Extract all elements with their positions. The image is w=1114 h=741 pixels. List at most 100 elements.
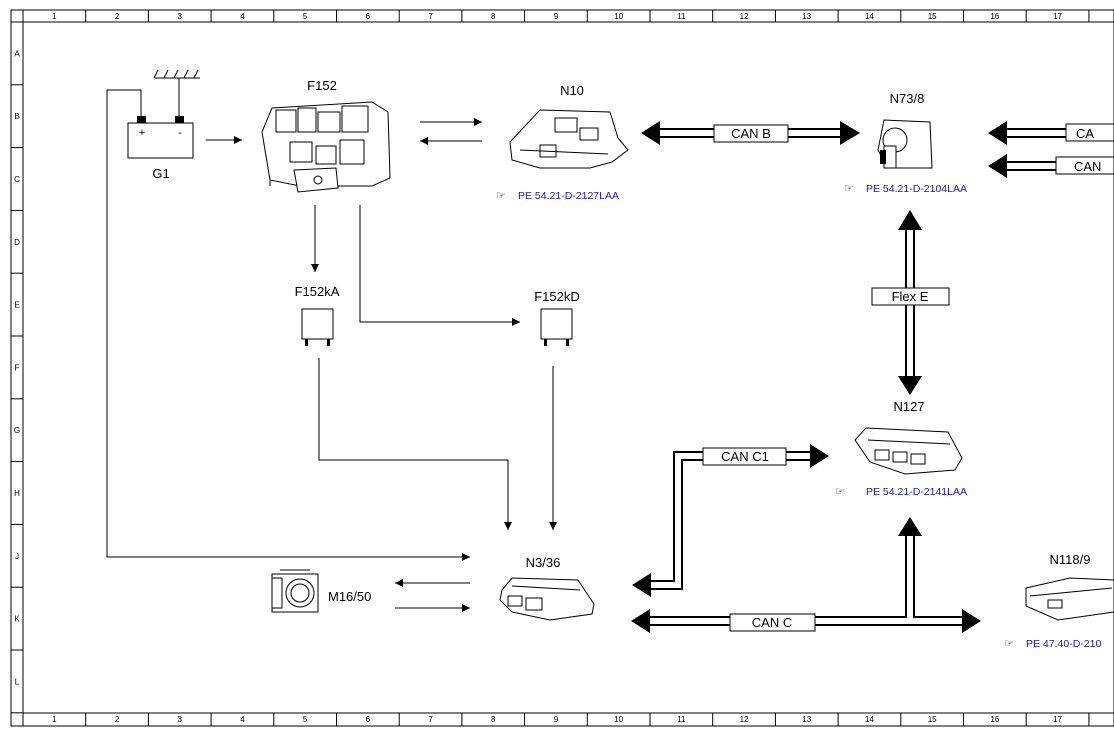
grid-column-label: 8 [491,12,496,21]
can-c1-bus[interactable]: CAN C1 [632,444,829,597]
n127-reference-link[interactable]: ☞ PE 54.21-D-2141LAA [835,486,967,498]
grid-column-label: 17 [1053,12,1062,21]
grid-row-label: D [14,238,20,247]
grid-row-label: H [14,489,20,498]
grid-column-label: 1 [52,715,57,724]
grid-column-label: 17 [1053,715,1062,724]
grid-column-label: 9 [554,12,559,21]
frame-inner [22,21,1114,714]
f152kd-label: F152kD [534,289,580,304]
n73-8-label: N73/8 [890,91,925,106]
grid-column-label: 10 [614,12,623,21]
f152ka-label: F152kA [295,284,340,299]
grid-row-label: L [15,677,20,686]
wire-g1-n3-36 [106,89,470,561]
arrow-f152-f152kd [359,205,520,326]
grid-column-label: 12 [740,12,749,21]
n10-module-icon[interactable] [509,109,629,169]
edge-bus-top-label: CA [1076,126,1094,141]
can-b-bus[interactable]: CAN B [641,121,860,145]
grid-column-label: 13 [802,715,811,724]
grid-column-label: 5 [303,715,308,724]
grid-column-label: 3 [178,715,183,724]
grid-row-label: J [15,552,19,561]
grid-column-label: 11 [677,12,686,21]
grid-column-label: 6 [366,715,371,724]
grid-row-label: B [14,112,19,121]
grid-column-label: 15 [928,715,937,724]
n10-label: N10 [560,83,584,98]
hand-pointer-icon: ☞ [496,190,506,202]
n3-36-ecu-icon[interactable] [499,577,595,621]
edge-bus-mid[interactable]: CAN [988,154,1114,178]
grid-column-label: 4 [240,715,245,724]
frame-outer [10,9,1114,727]
n3-36-label: N3/36 [526,555,561,570]
n127-module-icon[interactable] [854,427,963,475]
grid-row-label: C [14,175,20,184]
hand-pointer-icon: ☞ [835,486,845,498]
can-c1-label: CAN C1 [721,449,769,464]
n10-reference-link[interactable]: ☞ PE 54.21-D-2127LAA [496,190,619,202]
grid-column-label: 1 [52,12,57,21]
g1-label: G1 [152,166,169,181]
can-c-label: CAN C [752,615,792,630]
grid-column-label: 14 [865,715,874,724]
m16-50-throttle-icon[interactable] [271,569,319,613]
grid-column-label: 10 [614,715,623,724]
grid-column-label: 14 [865,12,874,21]
can-b-label: CAN B [731,126,771,141]
hand-pointer-icon: ☞ [1004,638,1014,650]
grid-column-label: 11 [677,715,686,724]
n127-label: N127 [893,399,924,414]
wire-f152ka-n3-36 [318,358,512,530]
grid-column-label: 12 [740,715,749,724]
flex-e-bus[interactable]: Flex E [871,210,950,395]
column-ticks [22,10,1090,726]
g1-battery-icon[interactable]: + - [127,69,200,159]
edge-bus-top[interactable]: CA [988,121,1114,145]
svg-text:PE 54.21-D-2127LAA: PE 54.21-D-2127LAA [518,190,619,202]
grid-column-label: 16 [990,715,999,724]
f152-fuse-box-icon[interactable] [261,101,391,193]
grid-column-label: 2 [115,715,120,724]
grid-column-label: 7 [428,715,433,724]
n118-9-label: N118/9 [1050,552,1091,567]
battery-minus-label: - [178,127,182,139]
grid-row-label: E [14,301,19,310]
m16-50-label: M16/50 [328,589,371,604]
battery-plus-label: + [139,127,145,139]
grid-column-label: 4 [240,12,245,21]
edge-bus-mid-label: CAN [1074,159,1101,174]
grid-column-label: 5 [303,12,308,21]
svg-text:PE 47.40-D-210: PE 47.40-D-210 [1026,638,1101,650]
f152kd-relay-icon[interactable] [540,308,573,346]
grid-row-label: K [14,615,20,624]
grid-column-label: 13 [802,12,811,21]
row-ticks [11,21,23,714]
grid-column-label: 8 [491,715,496,724]
can-c-bus[interactable]: CAN C [631,517,981,633]
n73-8-ignition-switch-icon[interactable] [877,119,933,169]
grid-row-label: A [14,49,20,58]
svg-text:PE 54.21-D-2104LAA: PE 54.21-D-2104LAA [866,183,967,195]
grid-column-label: 6 [366,12,371,21]
grid-column-label: 15 [928,12,937,21]
grid-column-label: 3 [178,12,183,21]
f152ka-relay-icon[interactable] [301,308,334,346]
grid-column-label: 16 [990,12,999,21]
grid-row-label: F [15,363,20,372]
flex-e-label: Flex E [892,289,929,304]
hand-pointer-icon: ☞ [844,183,854,195]
grid-column-label: 2 [115,12,120,21]
n73-8-reference-link[interactable]: ☞ PE 54.21-D-2104LAA [844,183,967,195]
grid-row-label: G [14,426,20,435]
n118-9-reference-link[interactable]: ☞ PE 47.40-D-210 [1004,638,1101,650]
row-labels: A B C D E F G H J K L [14,49,20,686]
n118-9-module-icon[interactable] [1025,577,1114,621]
grid-column-label: 9 [554,715,559,724]
